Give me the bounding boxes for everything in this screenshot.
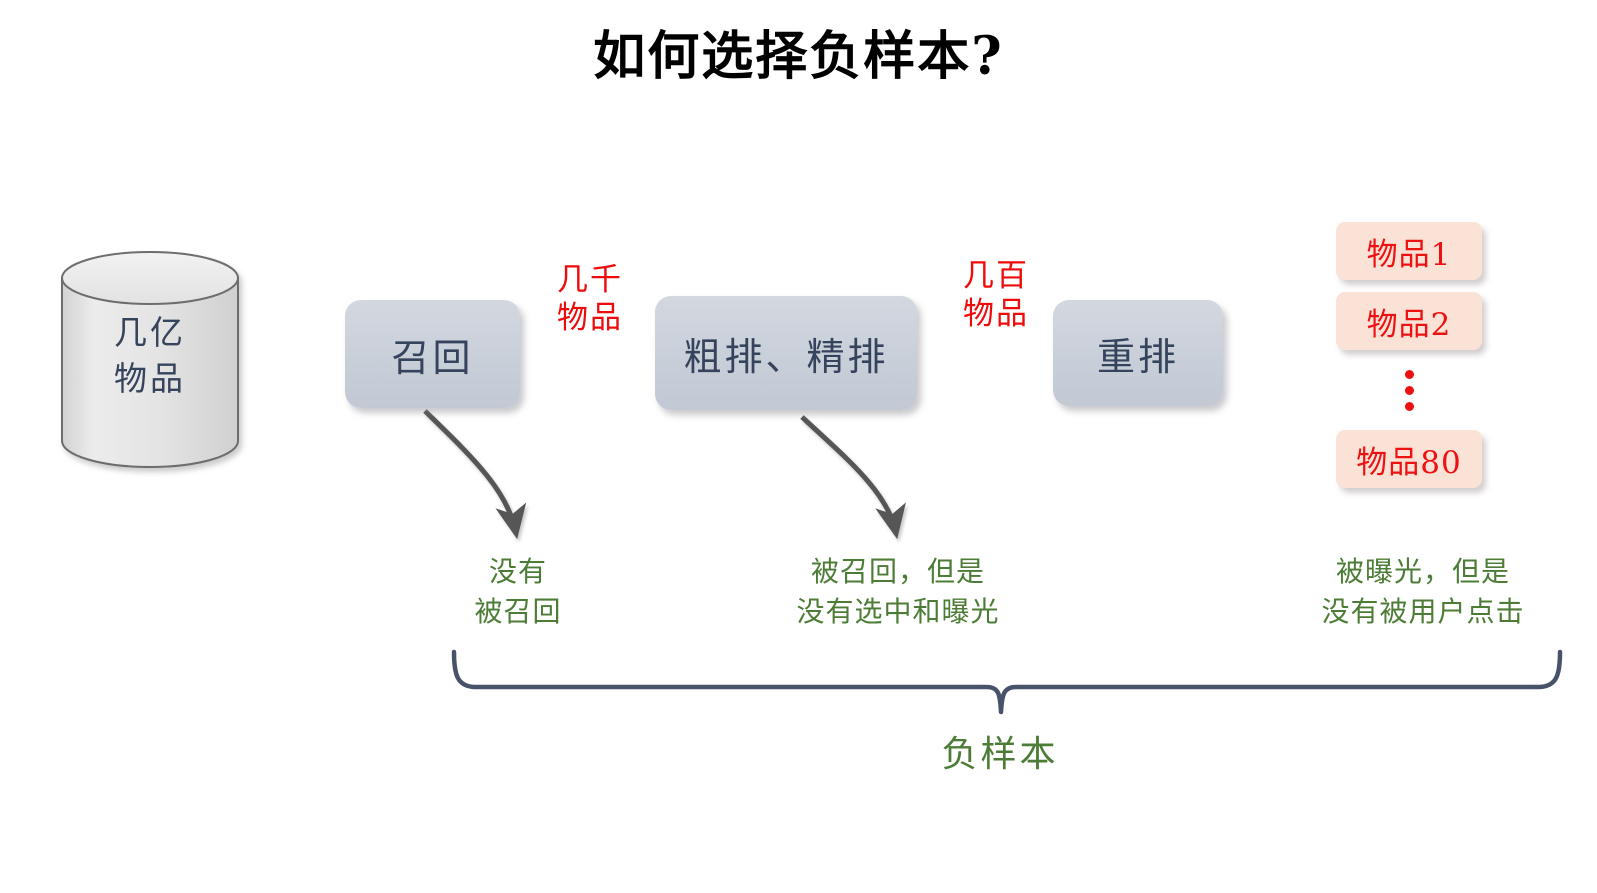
note-shown-not-clicked-line1: 被曝光，但是 [1335,555,1510,588]
curve-arrow-recalled-not-shown [800,415,906,540]
item-pool-label-line1: 几亿 [114,313,186,352]
note-shown-not-clicked: 被曝光，但是 没有被用户点击 [1288,552,1558,632]
result-item-1-label: 物品1 [1366,236,1452,273]
stage-box-rank[interactable]: 粗排、精排 [655,296,917,410]
result-item-80-label: 物品80 [1356,444,1462,481]
ellipsis-dot [1404,385,1414,395]
stage-box-rank-label: 粗排、精排 [683,334,889,379]
note-shown-not-clicked-line2: 没有被用户点击 [1321,594,1525,628]
note-recalled-not-shown-line2: 没有选中和曝光 [796,594,1000,628]
count-after-rank: 几百 物品 [936,258,1056,334]
item-pool-label: 几亿 物品 [60,310,240,401]
brace-label-negative-samples: 负样本 [941,734,1059,775]
note-not-recalled: 没有 被召回 [408,552,628,632]
count-after-recall-line1: 几千 [557,262,623,298]
note-recalled-not-shown-line1: 被召回，但是 [810,555,985,588]
stage-box-rerank[interactable]: 重排 [1053,300,1223,406]
result-item-2[interactable]: 物品2 [1336,292,1482,350]
ellipsis-dot [1404,401,1414,411]
negative-sample-brace [451,649,1563,715]
count-after-rank-line2: 物品 [963,295,1029,332]
result-item-1[interactable]: 物品1 [1336,222,1482,280]
result-item-2-label: 物品2 [1366,306,1452,343]
note-not-recalled-line1: 没有 [488,555,547,588]
ellipsis-dot [1404,369,1414,379]
stage-box-recall-label: 召回 [391,335,474,380]
stage-box-rerank-label: 重排 [1096,334,1179,379]
result-item-80[interactable]: 物品80 [1336,430,1482,488]
count-after-rank-line1: 几百 [963,258,1029,294]
stage-box-recall[interactable]: 召回 [345,300,520,408]
count-after-recall-line2: 物品 [557,299,623,336]
result-items-ellipsis-icon [1336,360,1482,420]
curve-arrow-not-recalled [423,409,527,540]
count-after-recall: 几千 物品 [530,262,650,338]
note-not-recalled-line2: 被召回 [474,594,562,628]
item-pool-label-line2: 物品 [114,358,186,398]
note-recalled-not-shown: 被召回，但是 没有选中和曝光 [760,552,1036,632]
page-title: 如何选择负样本? [593,26,1004,87]
